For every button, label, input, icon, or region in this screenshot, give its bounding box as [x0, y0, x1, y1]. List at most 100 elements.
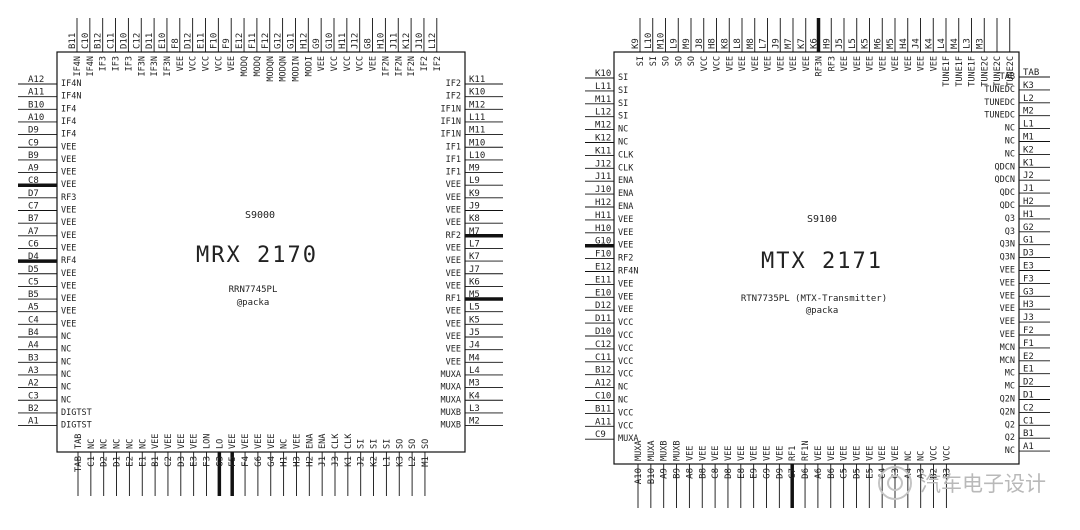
pin-number: E11 [197, 33, 207, 49]
pin-signal: TUNEDC [984, 98, 1015, 108]
pin-number: A12 [28, 75, 44, 85]
pin-number: J8 [695, 38, 705, 49]
pin-signal: VEE [446, 243, 461, 253]
pin-signal: IF1N [441, 104, 461, 114]
pin-number: G4 [267, 456, 277, 467]
pin-number: J2 [357, 456, 367, 467]
pin-signal: NC [100, 439, 110, 449]
pin-signal: IF3 [99, 56, 109, 71]
pin-number: E2 [1023, 352, 1034, 362]
pin-signal: MUXA [441, 395, 461, 405]
pin-signal: VEE [852, 446, 862, 461]
pin-number: M1 [1023, 133, 1034, 143]
pin-signal: VEE [446, 269, 461, 279]
pin-number: A9 [28, 164, 39, 174]
pin-signal: DIGTST [61, 421, 92, 431]
pin-number: B3 [942, 468, 952, 479]
pin-signal: VEE [853, 56, 863, 71]
pin-signal: CLK [618, 150, 634, 160]
pin-number: L1 [1023, 120, 1034, 130]
pin-number: L2 [408, 456, 418, 467]
pin-signal: NC [618, 138, 628, 148]
pin-number: M4 [950, 38, 960, 49]
pin-signal: IF1N [441, 117, 461, 127]
pin-number: A4 [28, 341, 39, 351]
chip-code: S9000 [245, 210, 275, 221]
pin-signal: IF2N [407, 56, 417, 76]
pin-signal: VEE [685, 446, 695, 461]
pin-signal: VEE [446, 357, 461, 367]
pin-signal: TUNE2C [993, 56, 1003, 87]
pin-signal: SI [618, 112, 628, 122]
pin-signal: VEE [61, 243, 76, 253]
pin-signal: ENA [318, 434, 328, 449]
pin-number: B2 [930, 468, 940, 479]
pin-number: L3 [963, 38, 973, 49]
pin-signal: MC [1005, 369, 1015, 379]
pin-signal: MUXA [441, 370, 461, 380]
pin-signal: TAB [74, 434, 84, 449]
pin-signal: VEE [891, 56, 901, 71]
pin-number: B8 [698, 468, 708, 479]
pin-signal: MUXA [647, 441, 657, 461]
pin-signal: NC [61, 357, 71, 367]
pin-number: D11 [595, 314, 611, 324]
pin-number: F1 [1023, 339, 1034, 349]
pin-signal: Q2 [1005, 433, 1015, 443]
pin-number: J11 [389, 33, 399, 49]
pin-number: D2 [1023, 378, 1034, 388]
pin-signal: MC [1005, 382, 1015, 392]
pin-number: J1 [1023, 184, 1034, 194]
pin-signal: VEE [618, 228, 633, 238]
pin-number: F12 [261, 33, 271, 49]
pin-number: B7 [28, 214, 39, 224]
pin-signal: IF4N [73, 56, 83, 76]
pin-signal: IF1N [441, 130, 461, 140]
pin-number: E1 [1023, 365, 1034, 375]
pin-number: TAB [1023, 68, 1039, 78]
pin-signal: VEE [151, 434, 161, 449]
pin-number: G1 [1023, 236, 1034, 246]
pin-number: J3 [331, 456, 341, 467]
pin-number: E12 [595, 263, 611, 273]
pin-number: B1 [151, 456, 161, 467]
pin-signal: VCC [618, 370, 633, 380]
pin-signal: SO [674, 56, 684, 66]
pin-number: J9 [469, 202, 480, 212]
pin-number: K9 [469, 189, 480, 199]
pin-number: E1 [138, 456, 148, 467]
pin-signal: NC [125, 439, 135, 449]
pin-number: B12 [94, 33, 104, 49]
pin-signal: VEE [164, 434, 174, 449]
pin-number: D8 [724, 468, 734, 479]
pin-number: L9 [469, 176, 480, 186]
pin-signal: CLK [331, 433, 341, 449]
pin-signal: DIGTST [61, 408, 92, 418]
pin-number: D6 [801, 468, 811, 479]
pin-number: D5 [852, 468, 862, 479]
pin-signal: SO [662, 56, 672, 66]
pin-number: E10 [158, 33, 168, 49]
pin-signal: VEE [446, 218, 461, 228]
pin-signal: VCC [189, 56, 199, 71]
pin-signal: VEE [61, 319, 76, 329]
pin-number: D7 [28, 189, 39, 199]
pin-number: B6 [827, 468, 837, 479]
pin-number: C9 [28, 138, 39, 148]
pin-number: A1 [28, 417, 39, 427]
pin-signal: SO [687, 56, 697, 66]
pin-number: F4 [241, 456, 251, 467]
pin-number: L12 [595, 108, 611, 118]
pin-signal: QDC [1000, 188, 1015, 198]
pin-number: J9 [771, 38, 781, 49]
pin-number: G2 [1023, 223, 1034, 233]
pin-number: C8 [711, 468, 721, 479]
pin-signal: VEE [61, 218, 76, 228]
pin-signal: SI [618, 86, 628, 96]
pin-signal: ENA [618, 202, 633, 212]
pin-signal: Q2N [1000, 395, 1015, 405]
pin-number: A8 [685, 468, 695, 479]
pin-number: D10 [595, 327, 611, 337]
pin-number: B2 [28, 404, 39, 414]
pin-signal: ENA [618, 189, 633, 199]
